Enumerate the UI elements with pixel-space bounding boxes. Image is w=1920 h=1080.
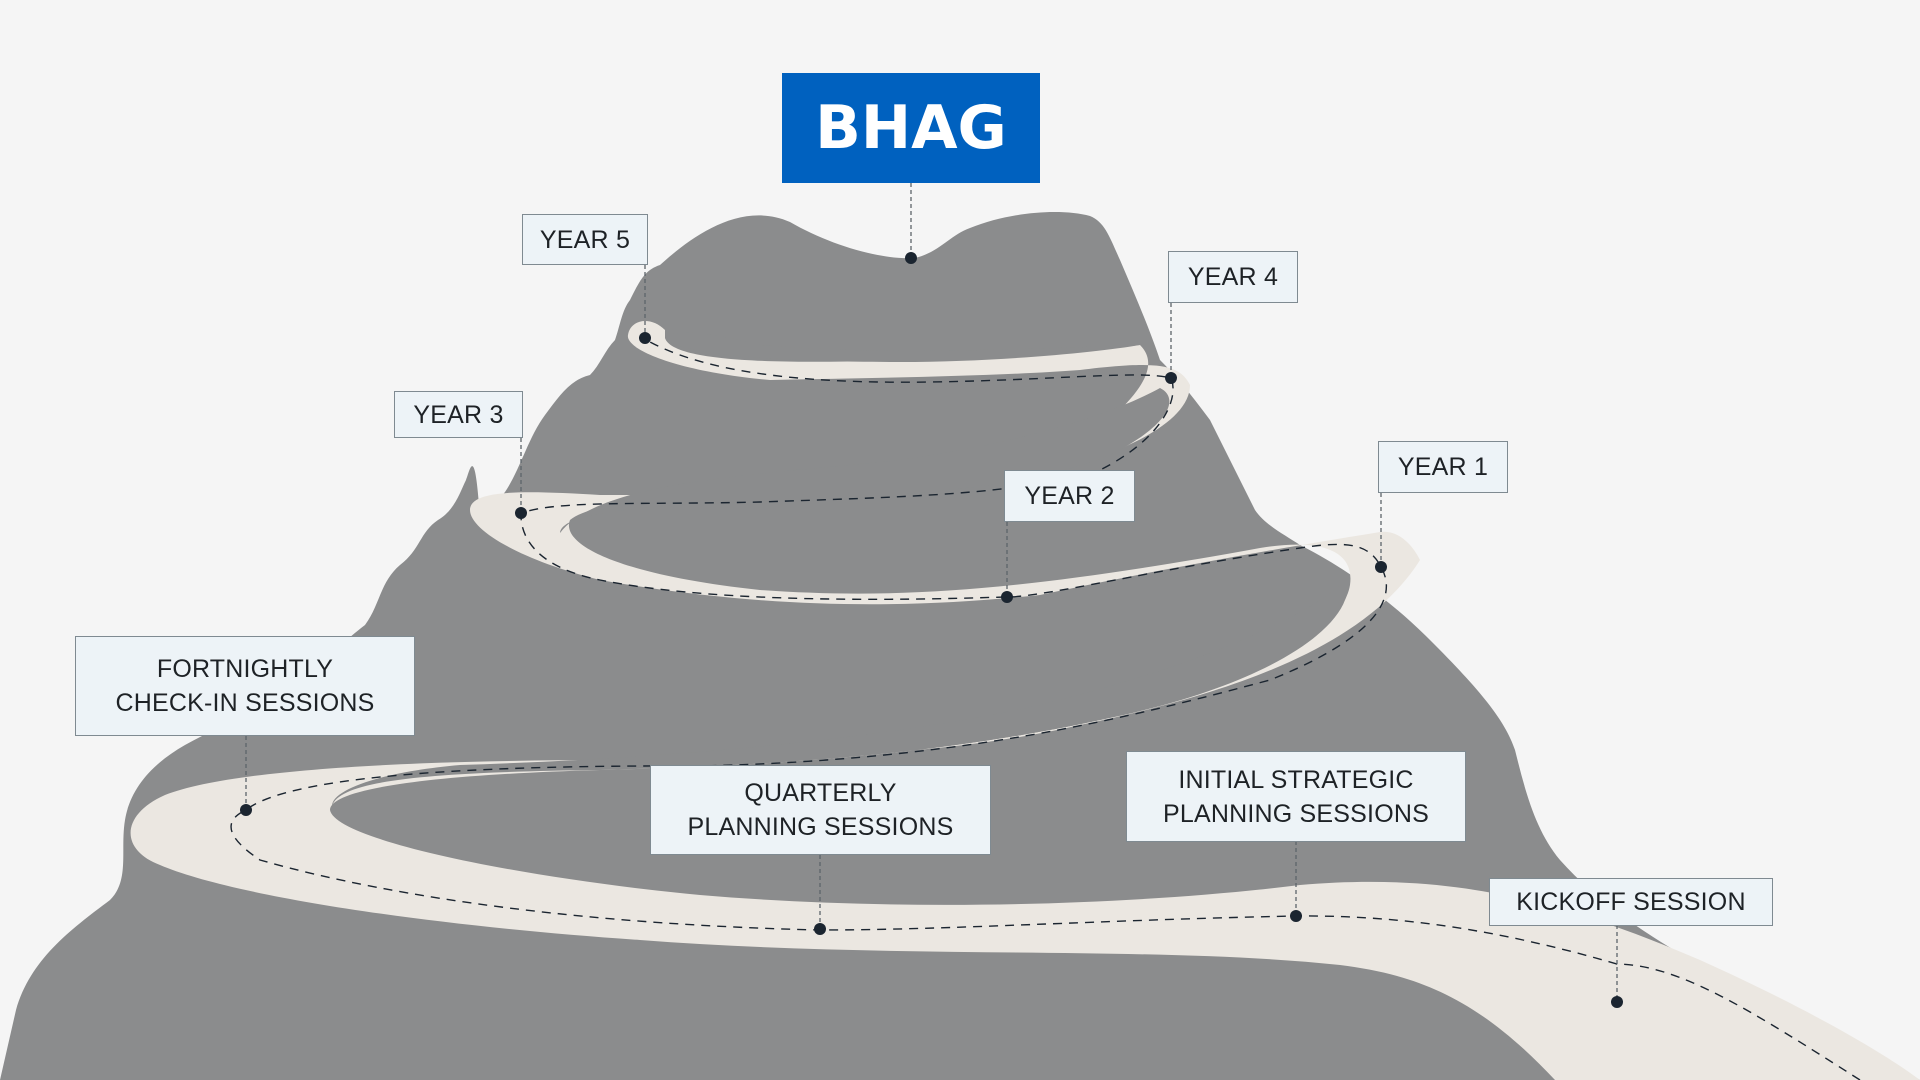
- label-line: PLANNING SESSIONS: [687, 813, 954, 841]
- year-5-label: YEAR 5: [522, 214, 648, 265]
- year3-marker: [515, 507, 527, 519]
- label-line: PLANNING SESSIONS: [1163, 799, 1429, 828]
- label-line: CHECK-IN SESSIONS: [115, 689, 375, 717]
- label-line: FORTNIGHTLY: [156, 655, 334, 683]
- year4-marker: [1165, 372, 1177, 384]
- bhag-banner: BHAG: [782, 73, 1040, 183]
- bhag-marker: [905, 252, 917, 264]
- fortnightly-checkin-label: FORTNIGHTLY CHECK-IN SESSIONS: [75, 636, 415, 736]
- inner-slope-2: [560, 388, 1170, 533]
- initial-marker: [1290, 910, 1302, 922]
- label-line: QUARTERLY: [744, 779, 897, 807]
- inner-slope-3: [665, 332, 1140, 362]
- year2-marker: [1001, 591, 1013, 603]
- quarterly-marker: [814, 923, 826, 935]
- winding-road: [130, 320, 1920, 1080]
- mountain: [0, 212, 1920, 1080]
- year-1-label: YEAR 1: [1378, 441, 1508, 493]
- leader-lines: [245, 183, 1618, 1002]
- label-line: KICKOFF SESSION: [1516, 888, 1746, 916]
- label-line: INITIAL STRATEGIC: [1178, 765, 1414, 794]
- label-line: YEAR 5: [539, 225, 631, 254]
- year1-marker: [1375, 561, 1387, 573]
- fortnightly-marker: [240, 804, 252, 816]
- year-2-label: YEAR 2: [1004, 470, 1135, 522]
- kickoff-session-label: KICKOFF SESSION: [1489, 878, 1773, 926]
- year5-marker: [639, 332, 651, 344]
- quarterly-planning-label: QUARTERLY PLANNING SESSIONS: [650, 765, 991, 855]
- label-line: YEAR 2: [1024, 482, 1115, 510]
- initial-strategic-label: INITIAL STRATEGIC PLANNING SESSIONS: [1126, 751, 1466, 842]
- year-3-label: YEAR 3: [394, 391, 523, 438]
- label-line: YEAR 4: [1187, 263, 1279, 291]
- label-line: YEAR 3: [413, 400, 504, 429]
- year-4-label: YEAR 4: [1168, 251, 1298, 303]
- label-line: YEAR 1: [1397, 453, 1489, 481]
- kickoff-marker: [1611, 996, 1623, 1008]
- inner-slope-1: [332, 585, 1348, 806]
